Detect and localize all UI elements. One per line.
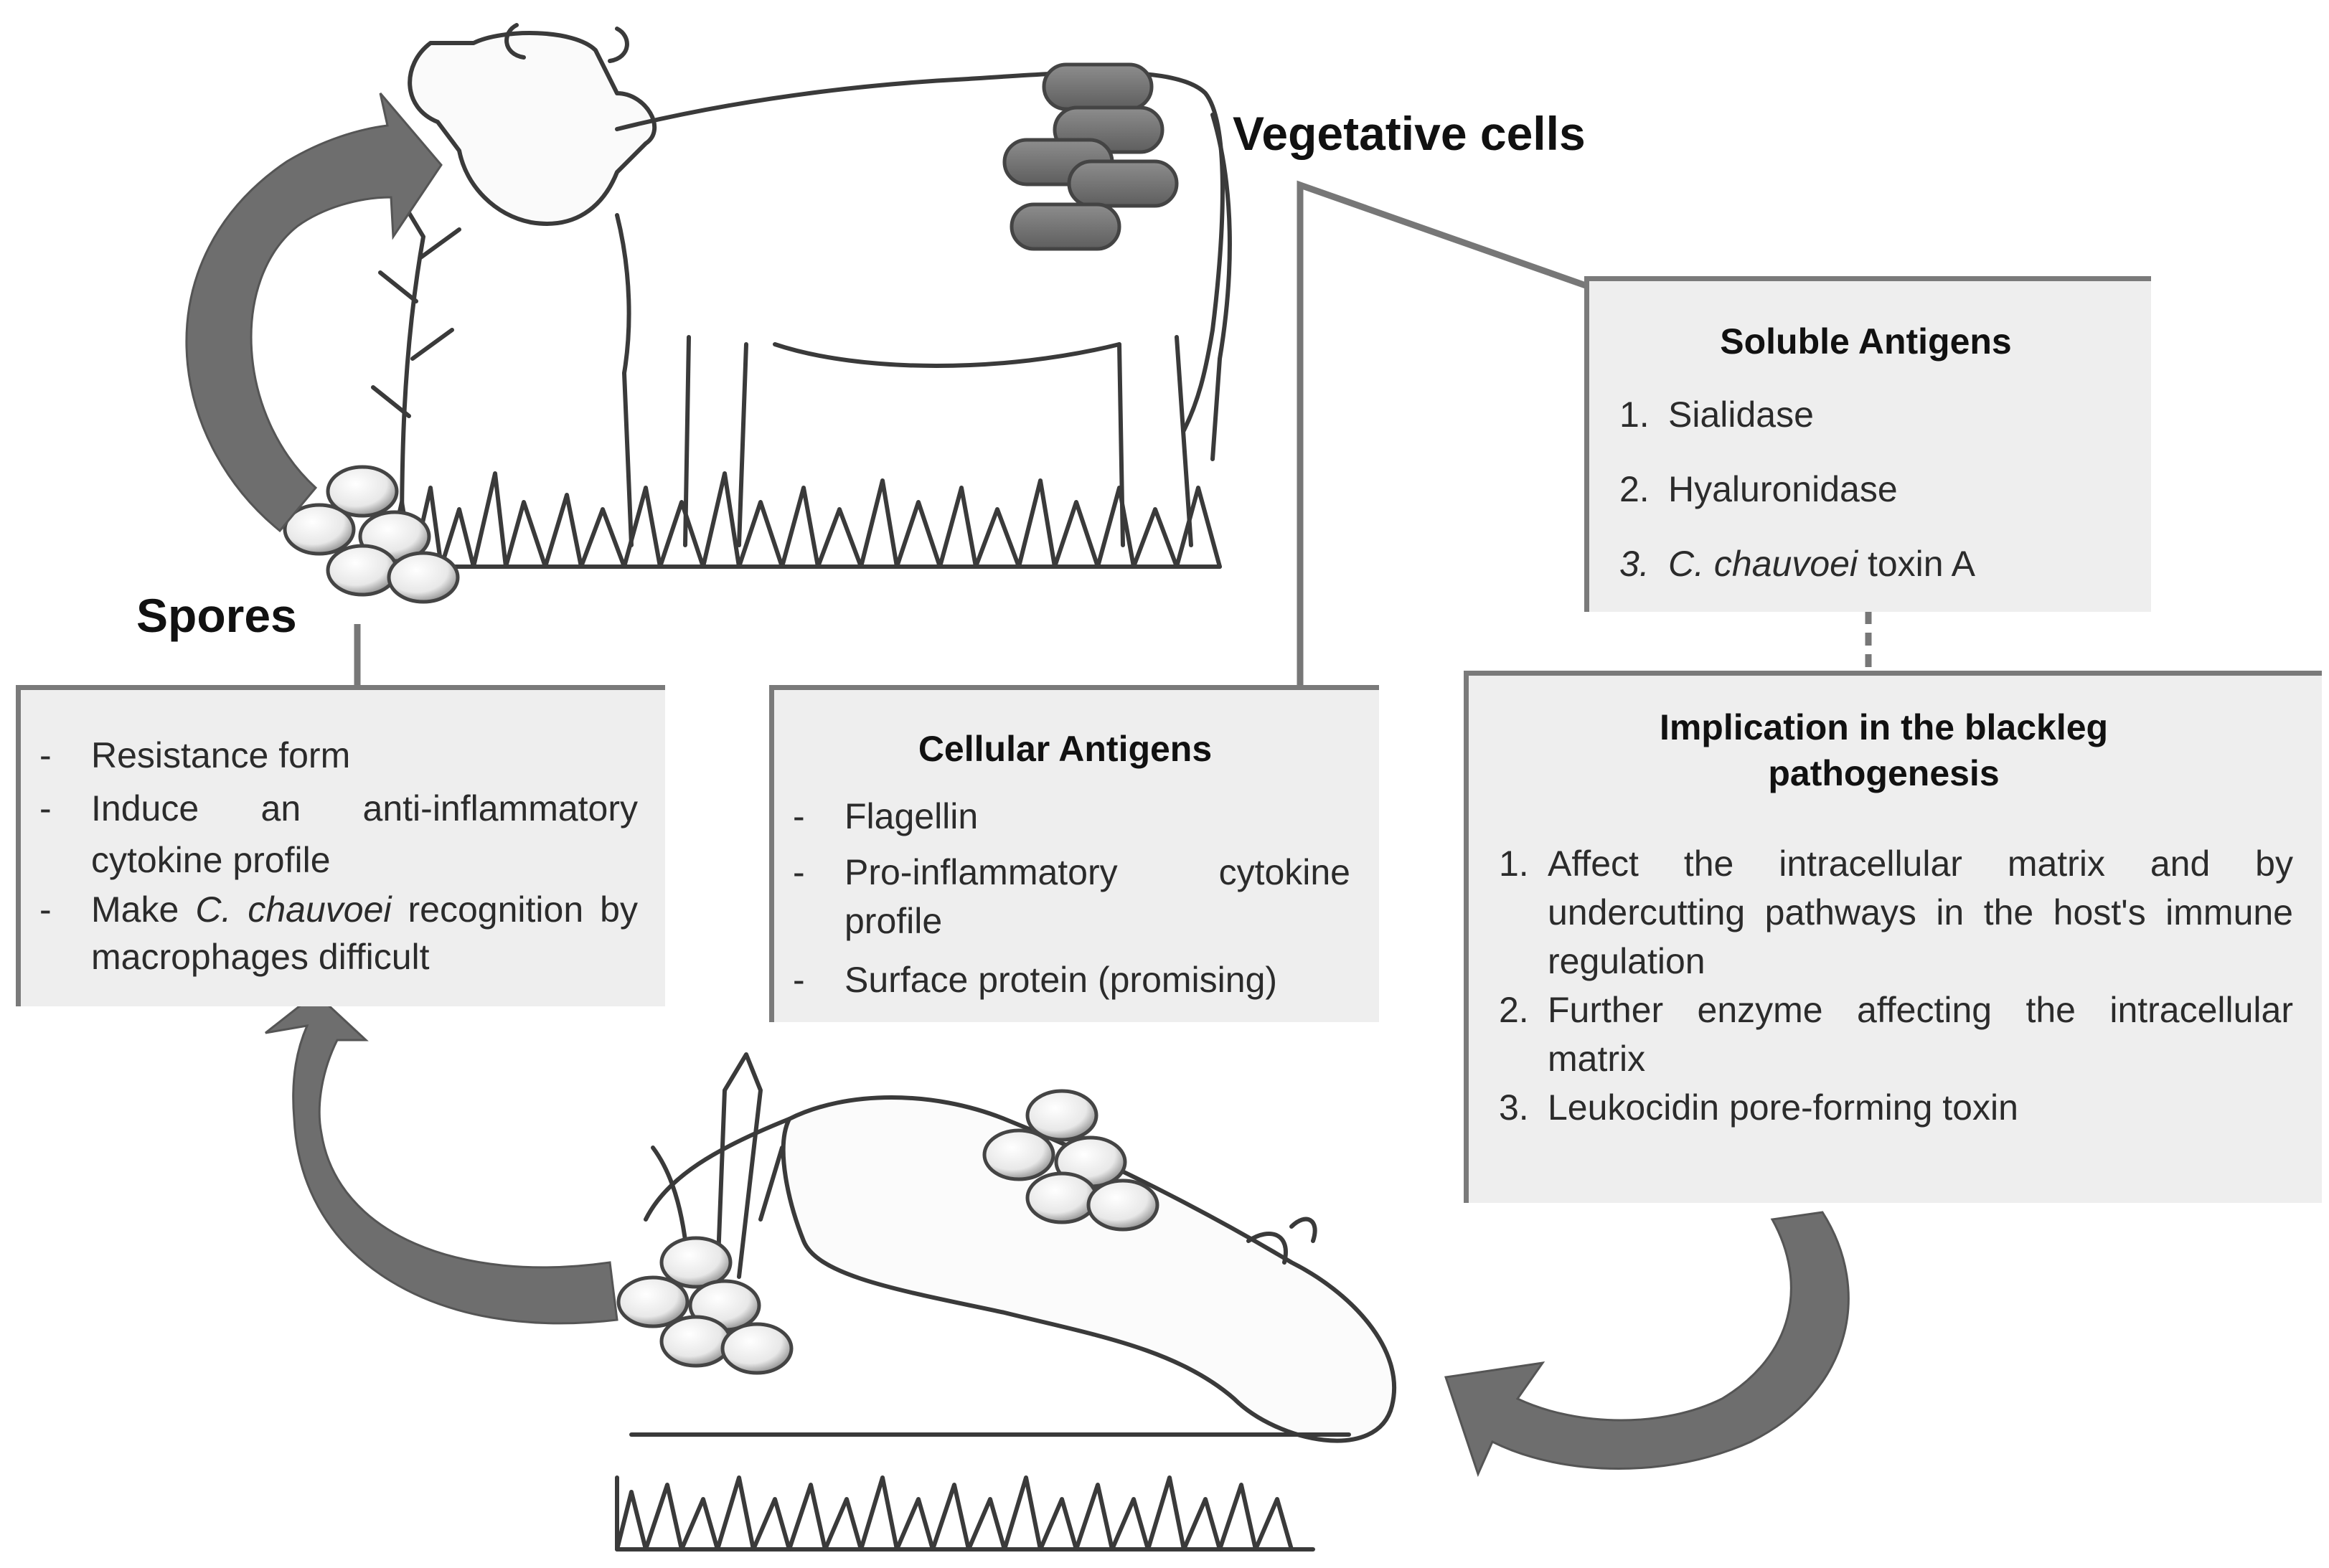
list-item: Make C. chauvoei recognition by macropha… xyxy=(27,886,638,981)
soluble-antigens-title: Soluble Antigens xyxy=(1720,321,2012,362)
vegetative-rods xyxy=(1002,62,1179,251)
list-item: Flagellin xyxy=(780,788,1350,845)
spore-cluster-bottom xyxy=(616,1236,794,1375)
list-item: Surface protein (promising) xyxy=(780,951,1350,1009)
spore-cluster-lying-cow xyxy=(982,1089,1159,1232)
spores-label: Spores xyxy=(136,589,297,642)
cellular-antigens-title: Cellular Antigens xyxy=(918,729,1213,769)
arrow-carcass-to-spores xyxy=(265,992,618,1325)
pathogenesis-implication-title: Implication in the blackleg pathogenesis xyxy=(1659,707,2109,793)
spores-properties-box: Resistance form Induce an anti-inflammat… xyxy=(16,685,665,1006)
pathogenesis-implication-box: Implication in the blackleg pathogenesis… xyxy=(1464,671,2322,1203)
list-item: 2.Hyaluronidase xyxy=(1619,469,1898,509)
standing-cow-illustration xyxy=(371,23,1232,569)
list-item: 3.Leukocidin pore-forming toxin xyxy=(1499,1087,2018,1128)
pathogenesis-implication-list: 1.Affect the intracellular matrix and by… xyxy=(1474,839,2293,1132)
spore-cluster-top xyxy=(283,465,460,604)
soluble-antigens-box: Soluble Antigens 1.Sialidase 2.Hyaluroni… xyxy=(1584,276,2151,612)
arrow-spores-to-cow xyxy=(185,93,443,533)
arrow-pathogenesis-to-carcass xyxy=(1444,1211,1850,1478)
lying-cow-illustration xyxy=(615,1052,1397,1552)
soluble-antigens-list: 1.Sialidase 2.Hyaluronidase 3.C. chauvoe… xyxy=(1595,377,2137,601)
list-item: Pro-inflammatory cytokine profile xyxy=(780,848,1350,945)
cellular-antigens-list: Flagellin Pro-inflammatory cytokine prof… xyxy=(780,788,1350,1009)
vegetative-cells-label: Vegetative cells xyxy=(1233,107,1586,160)
connector-lines xyxy=(354,180,1872,687)
spores-properties-list: Resistance form Induce an anti-inflammat… xyxy=(27,729,638,981)
list-item: Resistance form xyxy=(27,729,638,781)
cycle-arrows xyxy=(185,93,1850,1478)
list-item: 3.C. chauvoei toxin A xyxy=(1619,544,1976,584)
list-item: Induce an anti-inflammatory cytokine pro… xyxy=(27,783,638,886)
cellular-antigens-box: Cellular Antigens Flagellin Pro-inflamma… xyxy=(769,685,1379,1022)
list-item: 1.Sialidase xyxy=(1619,395,1814,435)
list-item: 1.Affect the intracellular matrix and by… xyxy=(1499,844,2293,981)
list-item: 2.Further enzyme affecting the intracell… xyxy=(1499,990,2293,1079)
